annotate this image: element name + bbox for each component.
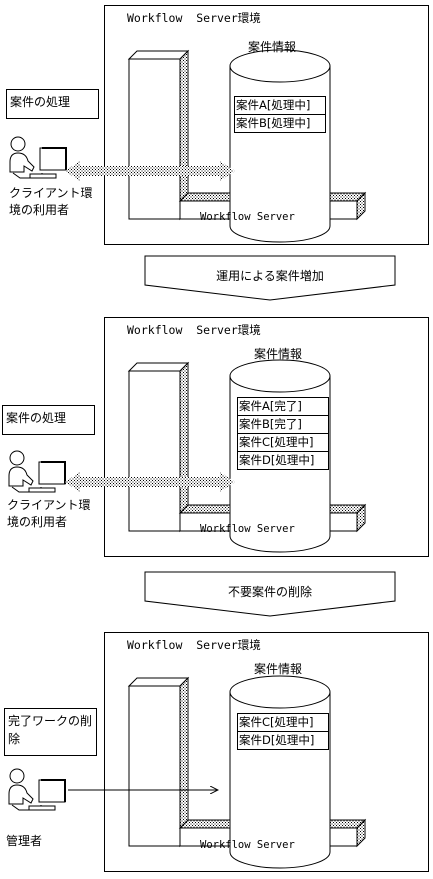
step-label: 運用による案件増加 [216, 269, 324, 283]
case-list-1: 案件A[処理中] 案件B[処理中] [234, 96, 326, 133]
step-banner-2: 不要案件の削除 [145, 572, 395, 616]
database-title: 案件情報 [248, 40, 297, 54]
client-label-1: クライアント環境の利用者 [9, 186, 93, 217]
case-list-2: 案件A[完了] 案件B[完了] 案件C[処理中] 案件D[処理中] [237, 397, 329, 470]
environment-title: Workflow Server環境 [127, 11, 261, 25]
admin-user-icon [8, 768, 66, 811]
case-item: 案件C[処理中] [237, 713, 329, 732]
case-item: 案件D[処理中] [237, 451, 329, 470]
database-title: 案件情報 [254, 347, 303, 361]
server-label: Workflow Server [200, 523, 295, 535]
action-box-2: 案件の処理 [2, 405, 95, 435]
case-item: 案件C[処理中] [237, 433, 329, 452]
step-banner-1: 運用による案件増加 [145, 256, 395, 300]
environment-title: Workflow Server環境 [127, 638, 261, 652]
client-user-icon-1 [9, 136, 67, 179]
action-box-3: 完了ワークの削除 [4, 708, 97, 756]
admin-label: 管理者 [6, 834, 43, 848]
client-user-icon-2 [8, 450, 66, 493]
case-item: 案件D[処理中] [237, 731, 329, 750]
case-item: 案件A[完了] [237, 397, 329, 416]
action-box-1: 案件の処理 [6, 89, 99, 119]
server-label: Workflow Server [200, 211, 295, 223]
case-item: 案件A[処理中] [234, 96, 326, 115]
database-title: 案件情報 [254, 662, 303, 676]
case-list-3: 案件C[処理中] 案件D[処理中] [237, 713, 329, 750]
environment-title: Workflow Server環境 [127, 323, 261, 337]
case-item: 案件B[処理中] [234, 114, 326, 133]
client-label-2: クライアント環境の利用者 [7, 498, 91, 529]
step-label: 不要案件の削除 [227, 585, 312, 599]
step-banner-shape-2 [144, 571, 396, 617]
server-label: Workflow Server [200, 839, 295, 851]
case-item: 案件B[完了] [237, 415, 329, 434]
step-banner-shape-1 [144, 255, 396, 301]
